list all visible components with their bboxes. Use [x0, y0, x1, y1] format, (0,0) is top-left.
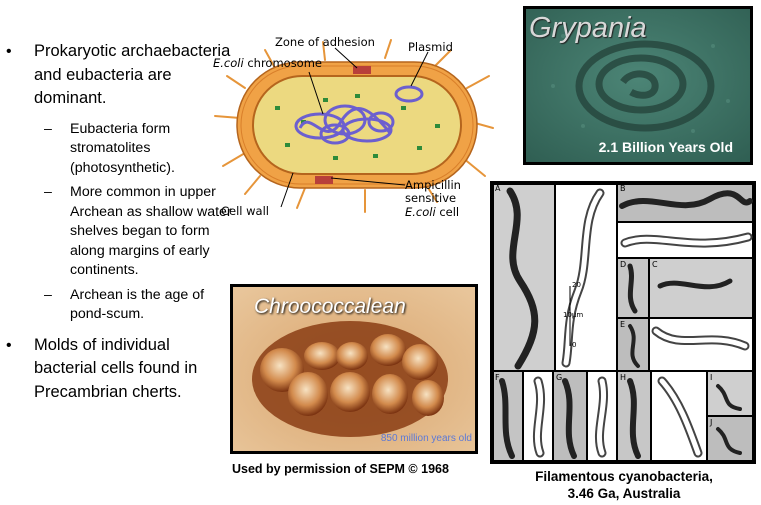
permission-credit: Used by permission of SEPM © 1968 — [232, 462, 449, 476]
panel-letter-j: J — [710, 418, 713, 427]
panel-letter-i: I — [710, 373, 713, 382]
grypania-photo: Grypania 2.1 Billion Years Old — [523, 6, 753, 165]
ecoli-cell-label: E.coli cell — [405, 205, 460, 219]
bullet-item: • Molds of individual bacterial cells fo… — [0, 334, 232, 405]
dash-marker: – — [44, 120, 52, 137]
panel-letter-c: C — [652, 260, 658, 269]
bullet-text: Prokaryotic archaebacteria and eubacteri… — [34, 42, 231, 107]
filamentous-caption: Filamentous cyanobacteria, 3.46 Ga, Aust… — [489, 468, 759, 502]
chromosome-label: E.coli chromosome — [213, 56, 322, 70]
sub-bullet-text: Eubacteria form stromatolites (photosynt… — [70, 120, 175, 176]
grypania-age-label: 2.1 Billion Years Old — [598, 139, 733, 155]
sub-bullet-item: – Archean is the age of pond-scum. — [0, 286, 232, 325]
dash-marker: – — [44, 184, 52, 200]
ecoli-cell-diagram: Zone of adhesion Plasmid E.coli chromoso… — [205, 28, 495, 223]
caption-line-1: Filamentous cyanobacteria, — [535, 469, 713, 484]
panel-letter-d: D — [620, 260, 627, 269]
ecoli-illustration — [214, 39, 494, 213]
scale-top-label: 20 — [572, 281, 581, 289]
panel-letter-f: F — [495, 373, 500, 382]
dash-marker: – — [44, 286, 52, 303]
sub-bullet-text: More common in upper Archean as shallow … — [70, 184, 232, 278]
chroococcalean-photo: Chroococcalean 850 million years old — [230, 284, 478, 454]
panel-letter-a: A — [495, 184, 501, 193]
sensitive-label: sensitive — [405, 191, 457, 205]
bullet-item: • Prokaryotic archaebacteria and eubacte… — [0, 40, 232, 111]
panel-letter-h: H — [620, 373, 627, 382]
panel-letter-b: B — [620, 184, 626, 193]
zone-of-adhesion-label: Zone of adhesion — [275, 35, 375, 49]
filamentous-plate: A B C D E F G H I J 20 10μm 0 — [490, 181, 756, 464]
bullet-list: • Prokaryotic archaebacteria and eubacte… — [0, 40, 232, 404]
sub-bullet-text: Archean is the age of pond-scum. — [70, 286, 205, 323]
grypania-fossil-image — [526, 9, 750, 162]
chroococcalean-micrograph — [233, 287, 475, 451]
caption-line-2: 3.46 Ga, Australia — [567, 486, 681, 501]
cell-wall-label: Cell wall — [221, 204, 269, 218]
filamentous-micrograph-plate — [492, 183, 754, 462]
chroococcalean-title: Chroococcalean — [254, 295, 406, 318]
panel-letter-g: G — [556, 373, 563, 382]
sub-bullet-item: – Eubacteria form stromatolites (photosy… — [0, 120, 232, 179]
plasmid-label: Plasmid — [408, 40, 453, 54]
ampicillin-label: Ampicillin — [405, 178, 461, 192]
chroococcalean-age-label: 850 million years old — [380, 433, 472, 444]
bullet-dot: • — [6, 336, 12, 354]
bullet-text: Molds of individual bacterial cells foun… — [34, 335, 198, 401]
scale-bottom-label: 0 — [572, 341, 577, 349]
panel-letter-e: E — [620, 320, 626, 329]
scale-mid-label: 10μm — [563, 311, 584, 319]
sub-bullet-item: – More common in upper Archean as shallo… — [0, 183, 232, 281]
bullet-dot: • — [6, 43, 12, 60]
grypania-title: Grypania — [529, 12, 647, 44]
